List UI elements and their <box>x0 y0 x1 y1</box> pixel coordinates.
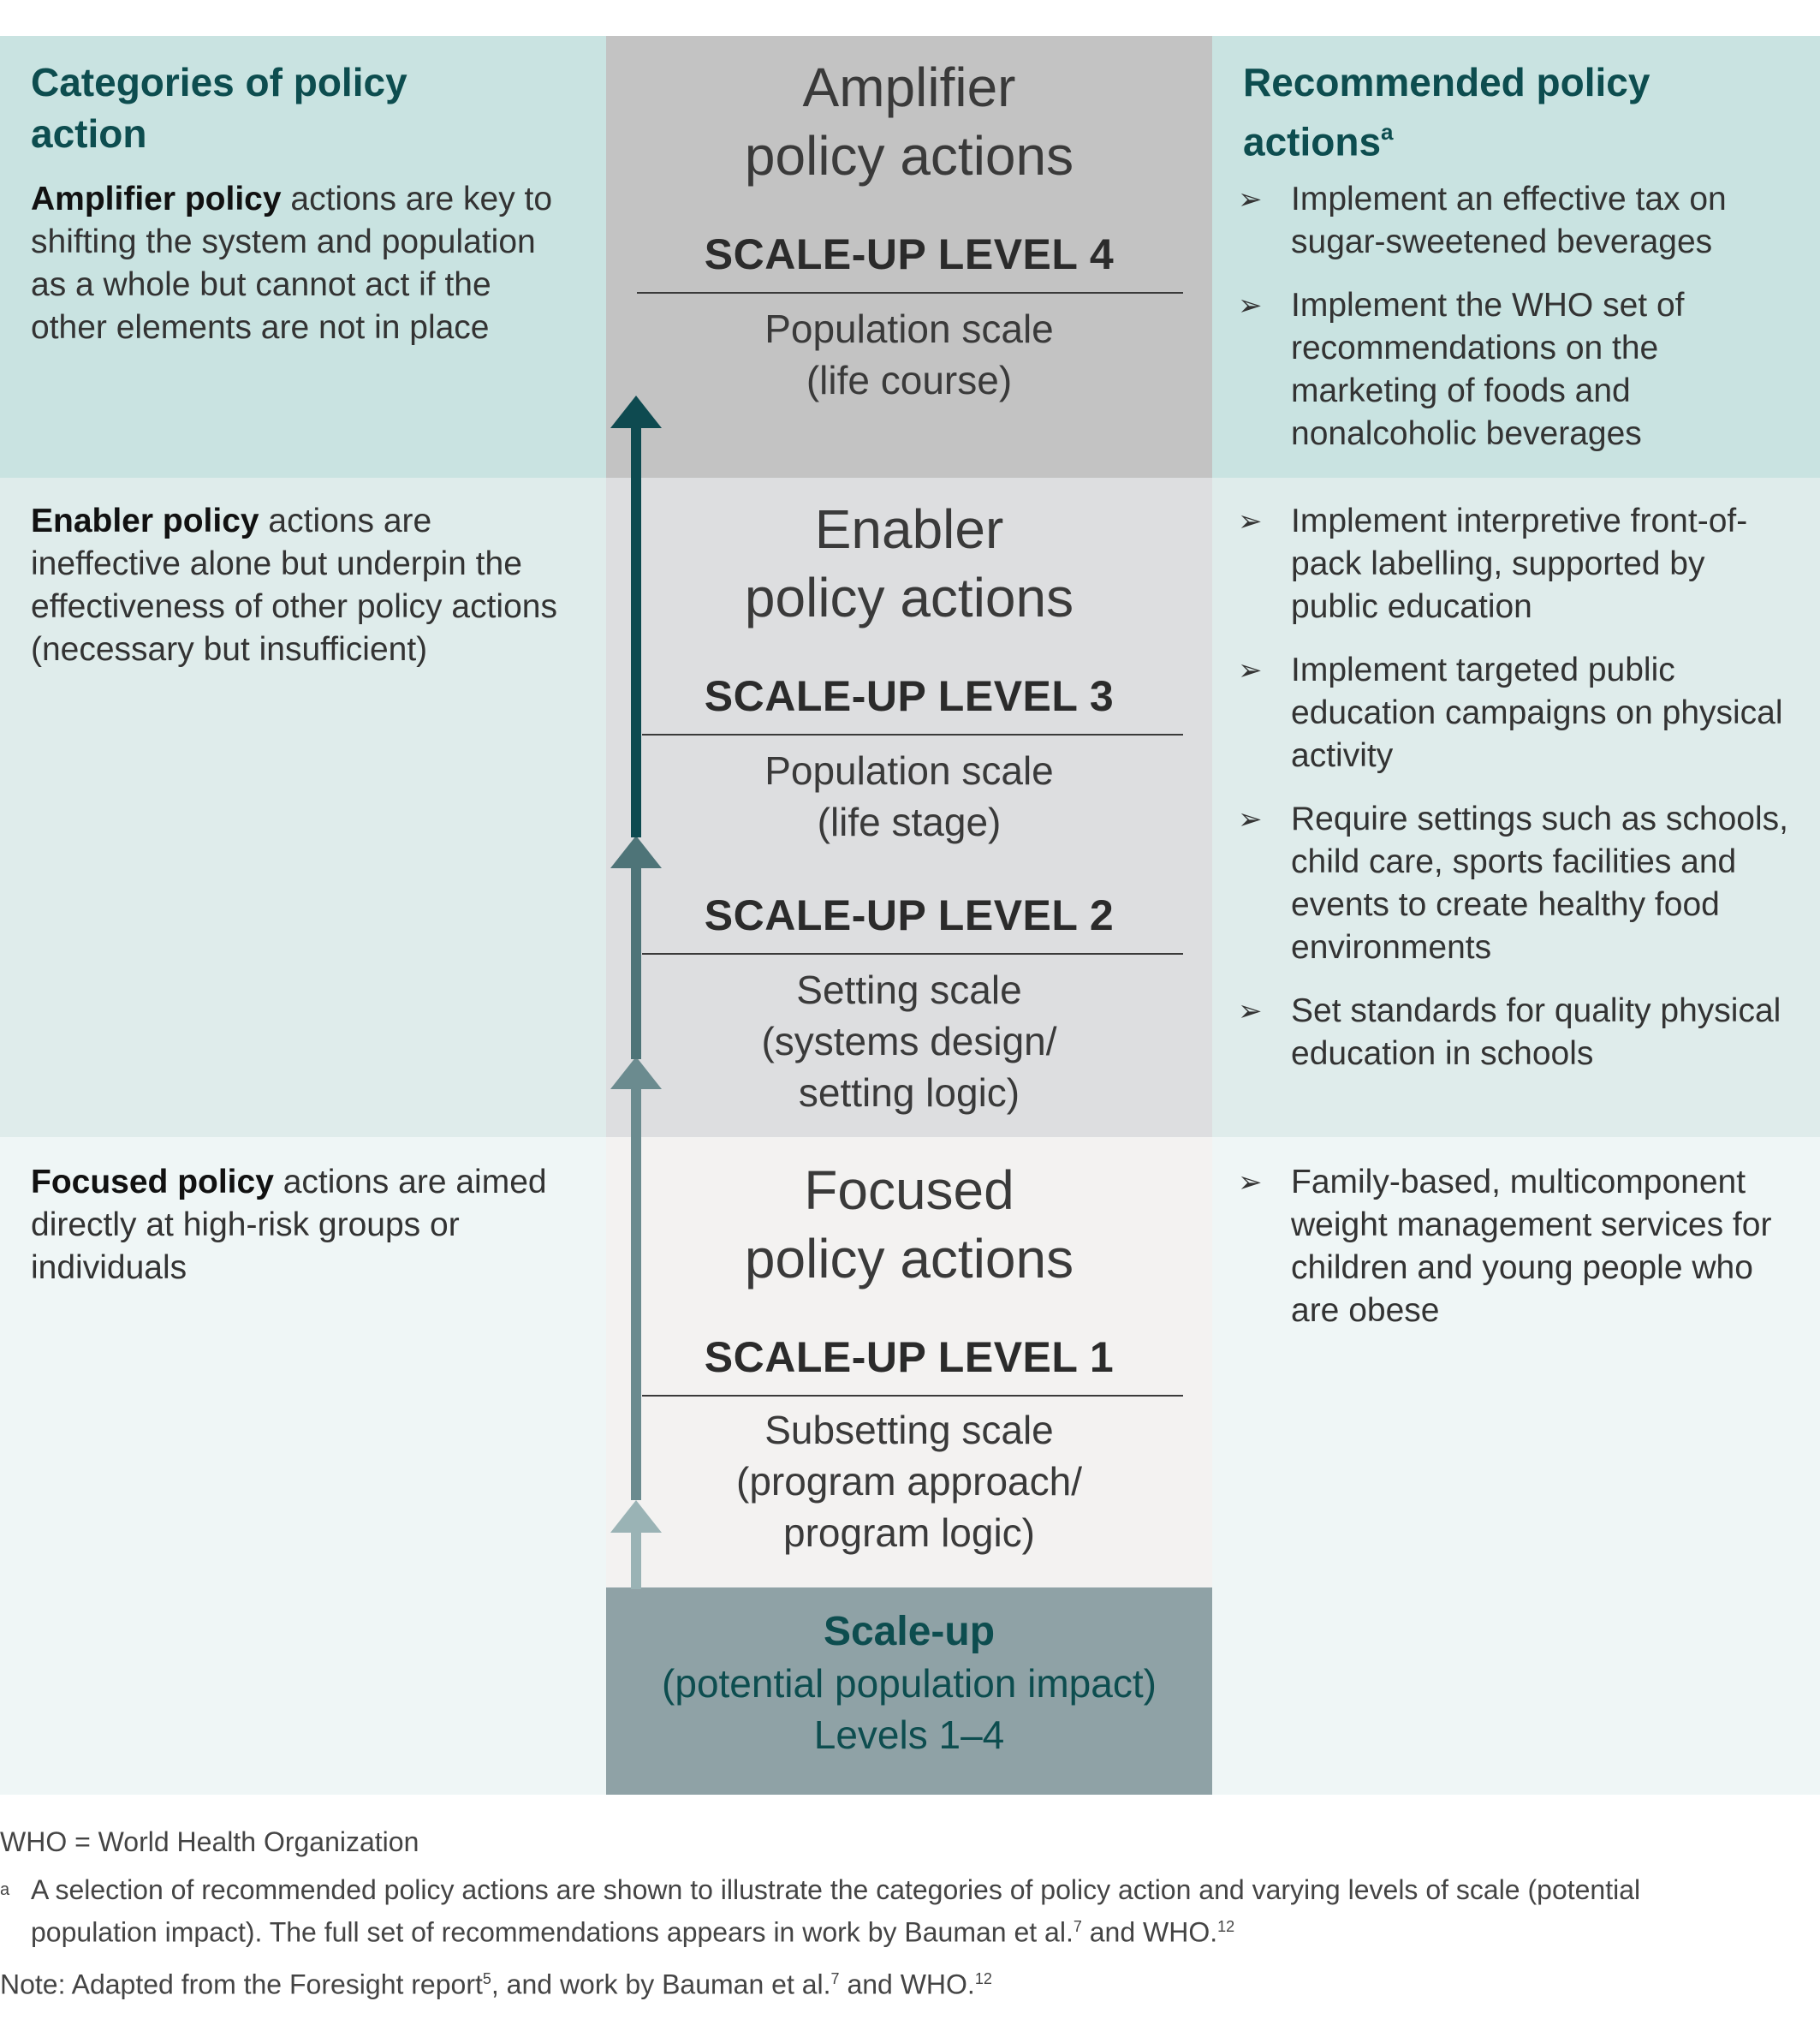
level-1-scale-line3: program logic) <box>783 1510 1035 1555</box>
level-2-rule <box>642 953 1183 955</box>
policy-action-text: Family-based, multicomponent weight mana… <box>1291 1164 1772 1329</box>
scaleup-levels: Levels 1–4 <box>813 1712 1005 1757</box>
amplifier-desc-bold: Amplifier policy <box>31 181 282 217</box>
amplifier-description: Amplifier policy actions are key to shif… <box>0 178 606 349</box>
policy-action-text: Implement an effective tax on sugar-swee… <box>1291 181 1727 260</box>
scaleup-title: Scale-up <box>823 1609 996 1654</box>
policy-action-item: ➢ Implement interpretive front-of-pack la… <box>1238 500 1789 628</box>
level-3-label: SCALE-UP LEVEL 3 <box>704 672 1115 720</box>
policy-action-item: ➢ Set standards for quality physical educ… <box>1238 990 1789 1075</box>
amplifier-desc-text: actions are key to shifting the system a… <box>31 181 553 346</box>
focused-desc-bold: Focused policy <box>31 1164 274 1200</box>
policy-action-text: Require settings such as schools, child … <box>1291 801 1788 966</box>
focused-actions: ➢ Family-based, multicomponent weight man… <box>1212 1161 1820 1353</box>
level-4-scale: Population scale (life course) <box>606 303 1212 406</box>
recommended-heading-text: Recommended policy actions <box>1243 60 1650 164</box>
level-4-rule <box>637 292 1183 294</box>
scaleup-box: Scale-up (potential population impact) L… <box>606 1587 1212 1795</box>
enabler-desc-text: actions are ineffective alone but underp… <box>31 503 557 668</box>
amplifier-actions-list: ➢ Implement an effective tax on sugar-swe… <box>1238 178 1789 456</box>
footer-abbreviation: WHO = World Health Organization <box>0 1826 419 1857</box>
enabler-actions-list: ➢ Implement interpretive front-of-pack la… <box>1238 500 1789 1075</box>
enabler-actions: ➢ Implement interpretive front-of-pack la… <box>1212 500 1820 1096</box>
level-4-label: SCALE-UP LEVEL 4 <box>704 230 1115 278</box>
focused-title: Focused policy actions <box>606 1156 1212 1293</box>
footer-note-a-line1: A selection of recommended policy action… <box>31 1874 1641 1905</box>
focused-center-panel <box>606 1137 1212 1587</box>
enabler-title-line1: Enabler <box>814 498 1004 560</box>
enabler-desc-bold: Enabler policy <box>31 503 259 539</box>
footer-note: Note: Adapted from the Foresight report5… <box>0 1969 992 2000</box>
amplifier-center-panel <box>606 36 1212 478</box>
enabler-description: Enabler policy actions are ineffective a… <box>0 500 606 671</box>
policy-action-item: ➢ Implement targeted public education cam… <box>1238 649 1789 777</box>
level-3-scale-line1: Population scale <box>764 748 1054 793</box>
focused-title-line1: Focused <box>804 1159 1014 1221</box>
recommended-heading-sup: a <box>1381 119 1394 145</box>
chevron-right-icon: ➢ <box>1238 1166 1263 1199</box>
level-1-label: SCALE-UP LEVEL 1 <box>704 1333 1115 1381</box>
level-1-rule <box>642 1395 1183 1397</box>
chevron-right-icon: ➢ <box>1238 995 1263 1027</box>
categories-heading: Categories of policy action <box>31 60 407 156</box>
level-1-scale: Subsetting scale (program approach/ prog… <box>606 1404 1212 1558</box>
chevron-right-icon: ➢ <box>1238 654 1263 687</box>
enabler-title-line2: policy actions <box>744 567 1074 628</box>
level-4-scale-line2: (life course) <box>806 358 1013 402</box>
policy-action-item: ➢ Family-based, multicomponent weight man… <box>1238 1161 1789 1332</box>
level-1-scale-line2: (program approach/ <box>736 1459 1082 1504</box>
footer-note-a-line2: population impact). The full set of reco… <box>31 1916 1235 1948</box>
enabler-title: Enabler policy actions <box>606 495 1212 632</box>
level-3-scale-line2: (life stage) <box>817 800 1002 844</box>
footer-note-a-marker: a <box>0 1880 10 1899</box>
chevron-right-icon: ➢ <box>1238 183 1263 216</box>
level-2-scale: Setting scale (systems design/ setting l… <box>606 964 1212 1118</box>
focused-title-line2: policy actions <box>744 1228 1074 1290</box>
level-3-scale: Population scale (life stage) <box>606 745 1212 848</box>
recommended-heading: Recommended policy actionsa <box>1243 57 1722 167</box>
chevron-right-icon: ➢ <box>1238 803 1263 836</box>
scaleup-subtitle: (potential population impact) <box>662 1661 1157 1706</box>
chevron-right-icon: ➢ <box>1238 505 1263 538</box>
focused-desc-text: actions are aimed directly at high-risk … <box>31 1164 547 1286</box>
footer-note-a: a A selection of recommended policy acti… <box>0 1872 1806 1948</box>
focused-description: Focused policy actions are aimed directl… <box>0 1161 606 1290</box>
policy-action-item: ➢ Implement the WHO set of recommendation… <box>1238 284 1789 456</box>
right-header: Recommended policy actionsa <box>1212 57 1820 167</box>
policy-action-item: ➢ Require settings such as schools, child… <box>1238 798 1789 969</box>
level-1-scale-line1: Subsetting scale <box>764 1408 1054 1452</box>
level-2-label: SCALE-UP LEVEL 2 <box>704 891 1115 939</box>
policy-action-text: Implement interpretive front-of-pack lab… <box>1291 503 1748 625</box>
policy-action-text: Set standards for quality physical educa… <box>1291 992 1781 1072</box>
amplifier-title: Amplifier policy actions <box>606 53 1212 190</box>
level-4-scale-line1: Population scale <box>764 307 1054 351</box>
policy-action-item: ➢ Implement an effective tax on sugar-swe… <box>1238 178 1789 264</box>
amplifier-actions: ➢ Implement an effective tax on sugar-swe… <box>1212 178 1820 476</box>
policy-action-text: Implement targeted public education camp… <box>1291 652 1783 774</box>
enabler-center-panel <box>606 478 1212 1137</box>
amplifier-title-line2: policy actions <box>744 125 1074 187</box>
amplifier-title-line1: Amplifier <box>802 57 1016 118</box>
level-2-scale-line1: Setting scale <box>796 968 1022 1012</box>
policy-action-text: Implement the WHO set of recommendations… <box>1291 287 1685 452</box>
level-2-scale-line2: (systems design/ <box>761 1019 1057 1063</box>
level-2-scale-line3: setting logic) <box>798 1070 1020 1115</box>
chevron-right-icon: ➢ <box>1238 289 1263 322</box>
left-header: Categories of policy action <box>0 57 606 159</box>
focused-actions-list: ➢ Family-based, multicomponent weight man… <box>1238 1161 1789 1332</box>
level-3-rule <box>642 734 1183 736</box>
